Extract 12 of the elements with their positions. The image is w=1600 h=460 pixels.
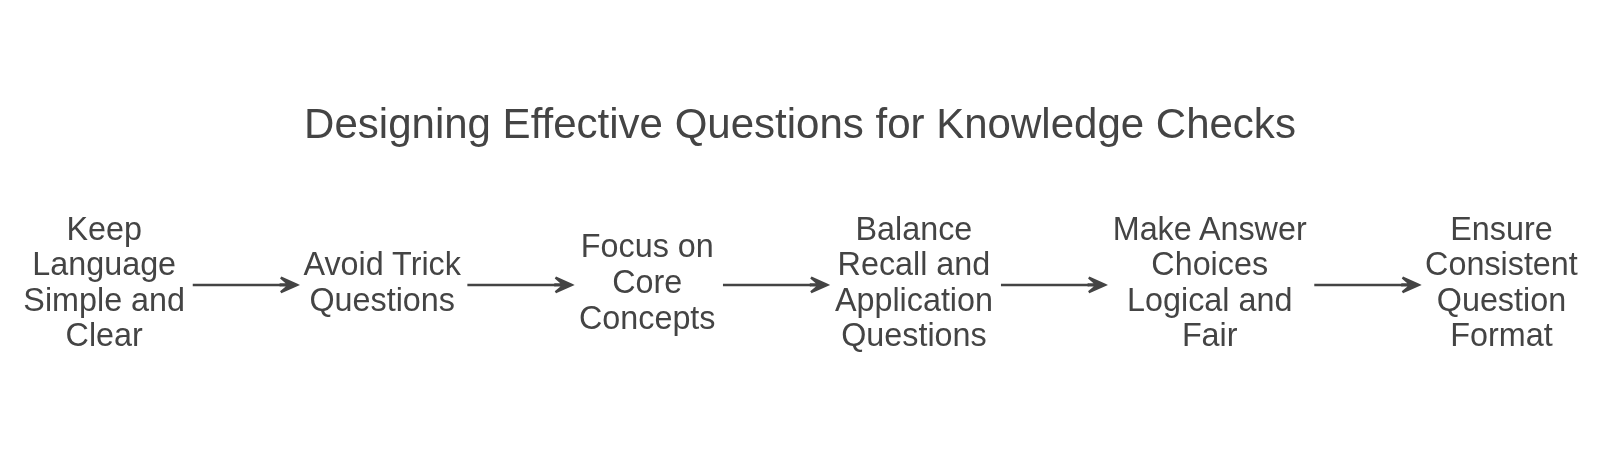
arrow (1000, 276, 1107, 294)
arrow (722, 276, 829, 294)
node-text: Keep Language Simple and Clear (23, 210, 186, 354)
arrow (1314, 276, 1420, 294)
node-text: Avoid Trick Questions (303, 246, 461, 318)
node-text: Balance Recall and Application Questions (834, 210, 993, 354)
node-text: Focus on Core Concepts (579, 228, 716, 336)
node-text: Ensure Consistent Question Format (1425, 210, 1578, 354)
node-text: Make Answer Choices Logical and Fair (1112, 210, 1307, 354)
arrow (192, 276, 299, 294)
diagram-title: Designing Effective Questions for Knowledge Checks (304, 99, 1296, 147)
arrow (467, 276, 573, 294)
